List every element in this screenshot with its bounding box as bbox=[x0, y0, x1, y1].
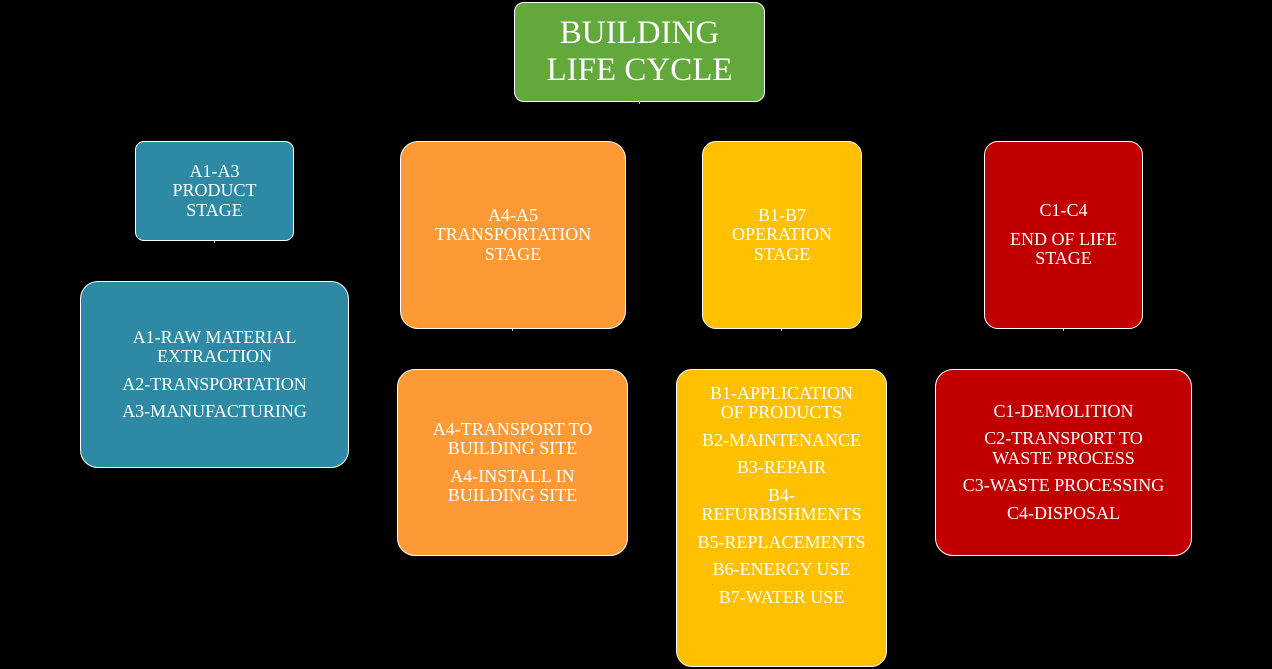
stage-a4-a5-name: TRANSPORTATION STAGE bbox=[434, 224, 592, 264]
stage-c1-c4-code: C1-C4 bbox=[1039, 200, 1088, 221]
detail-b6: B6-ENERGY USE bbox=[712, 559, 851, 580]
detail-a2: A2-TRANSPORTATION bbox=[122, 373, 307, 394]
detail-c1: C1-DEMOLITION bbox=[993, 400, 1134, 421]
detail-a4-install: A4-INSTALL IN BUILDING SITE bbox=[447, 465, 578, 505]
detail-c4: C4-DISPOSAL bbox=[1006, 502, 1121, 523]
stage-c1-c4-box: C1-C4 END OF LIFE STAGE bbox=[984, 141, 1143, 329]
stage-a4-a5-box: A4-A5 TRANSPORTATION STAGE bbox=[400, 141, 626, 329]
detail-c2: C2-TRANSPORT TO WASTE PROCESS bbox=[984, 428, 1143, 468]
connector-title bbox=[639, 101, 640, 104]
title-line-1: BUILDING bbox=[559, 15, 720, 52]
stage-b1-b7-code: B1-B7 bbox=[757, 204, 806, 225]
connector-a13 bbox=[214, 240, 215, 243]
connector-b bbox=[781, 328, 782, 331]
connector-c bbox=[1063, 328, 1064, 331]
stage-c1-c4-details-box: C1-DEMOLITION C2-TRANSPORT TO WASTE PROC… bbox=[935, 369, 1192, 556]
stage-c1-c4-name: END OF LIFE STAGE bbox=[1010, 228, 1117, 269]
detail-c3: C3-WASTE PROCESSING bbox=[962, 475, 1165, 496]
stage-b1-b7-box: B1-B7 OPERATION STAGE bbox=[702, 141, 862, 329]
detail-b7: B7-WATER USE bbox=[718, 586, 845, 607]
detail-b4: B4- REFURBISHMENTS bbox=[701, 484, 862, 525]
connector-a45 bbox=[512, 328, 513, 331]
detail-b2: B2-MAINTENANCE bbox=[702, 429, 861, 450]
detail-b3: B3-REPAIR bbox=[736, 457, 827, 478]
stage-b1-b7-details-box: B1-APPLICATION OF PRODUCTS B2-MAINTENANC… bbox=[676, 369, 887, 667]
detail-b5: B5-REPLACEMENTS bbox=[697, 531, 866, 552]
detail-a1: A1-RAW MATERIAL EXTRACTION bbox=[132, 326, 297, 367]
stage-a4-a5-code: A4-A5 bbox=[488, 204, 538, 225]
building-life-cycle-title-box: BUILDING LIFE CYCLE bbox=[514, 2, 765, 102]
title-line-2: LIFE CYCLE bbox=[546, 52, 733, 88]
stage-a1-a3-name: PRODUCT STAGE bbox=[172, 180, 257, 220]
detail-a3: A3-MANUFACTURING bbox=[122, 400, 307, 421]
stage-b1-b7-name: OPERATION STAGE bbox=[731, 224, 832, 264]
stage-a1-a3-details-box: A1-RAW MATERIAL EXTRACTION A2-TRANSPORTA… bbox=[80, 281, 349, 468]
detail-a4-transport: A4-TRANSPORT TO BUILDING SITE bbox=[432, 418, 593, 459]
stage-a4-a5-details-box: A4-TRANSPORT TO BUILDING SITE A4-INSTALL… bbox=[397, 369, 628, 556]
stage-a1-a3-code: A1-A3 bbox=[189, 160, 240, 181]
stage-a1-a3-box: A1-A3 PRODUCT STAGE bbox=[135, 141, 294, 241]
detail-b1: B1-APPLICATION OF PRODUCTS bbox=[709, 383, 853, 423]
